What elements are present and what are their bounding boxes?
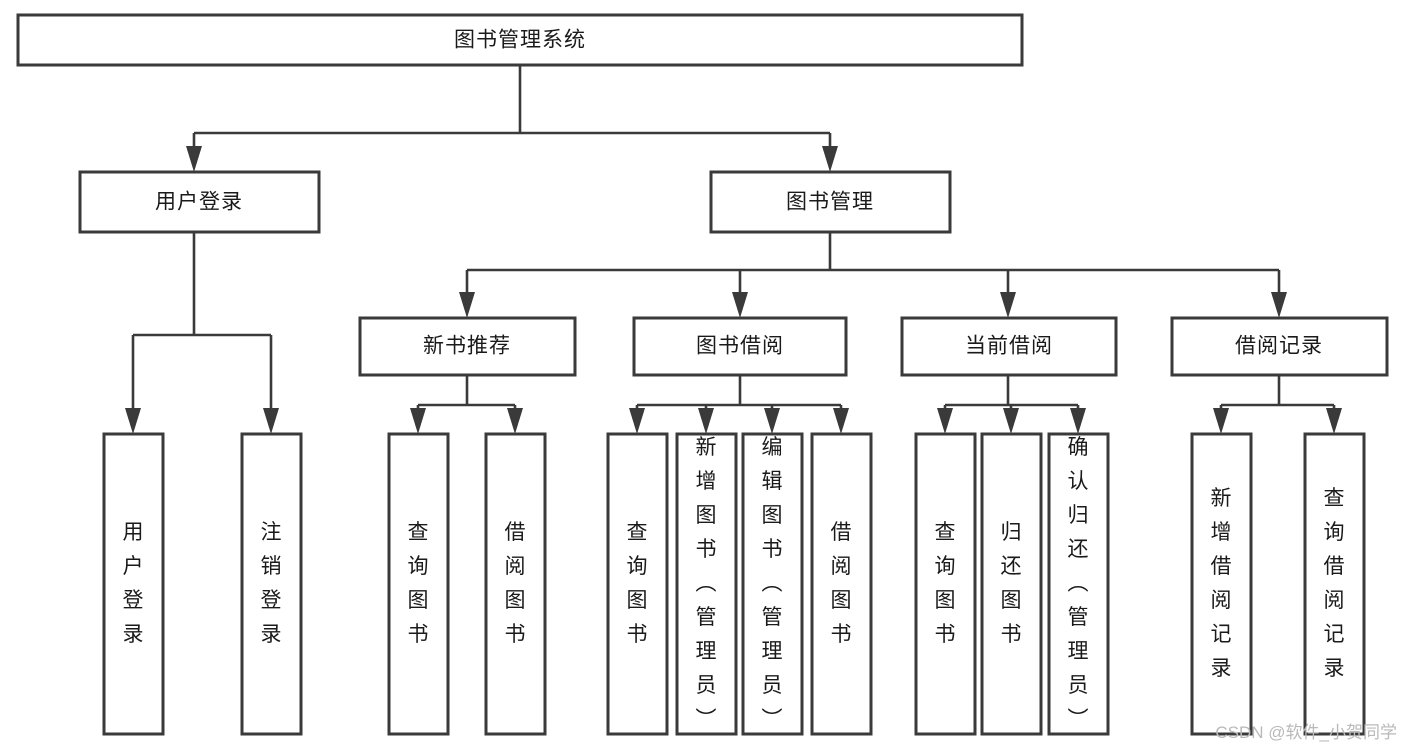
node-leaf-query-record-box[interactable] (1303, 432, 1366, 736)
node-leaf-query-record[interactable]: 查询借阅记录 (1303, 432, 1366, 736)
arrow-head-leaf-query-book-1 (410, 408, 426, 434)
node-leaf-query-record-label: 查询借阅记录 (1324, 487, 1345, 680)
node-leaf-borrow-book-2[interactable]: 借阅图书 (810, 432, 873, 736)
node-user-login[interactable]: 用户登录 (78, 170, 321, 234)
node-book-borrow-box[interactable] (632, 316, 848, 377)
node-borrow-record-label: 借阅记录 (1235, 335, 1323, 358)
node-leaf-query-book-1[interactable]: 查询图书 (387, 432, 450, 736)
node-book-borrow[interactable]: 图书借阅 (632, 316, 848, 377)
node-leaf-logout[interactable]: 注销登录 (240, 432, 303, 736)
node-leaf-query-book-2-box[interactable] (606, 432, 669, 736)
arrow-head-leaf-user-login (125, 408, 141, 434)
node-leaf-borrow-book-1-box[interactable] (484, 432, 547, 736)
node-leaf-user-login-label: 用户登录 (123, 521, 144, 646)
node-book-manage-label: 图书管理 (786, 191, 874, 214)
node-leaf-borrow-book-1[interactable]: 借阅图书 (484, 432, 547, 736)
node-current-borrow[interactable]: 当前借阅 (900, 316, 1118, 377)
arrow-head-leaf-query-book-2 (629, 408, 645, 434)
arrow-head-book-manage (822, 146, 838, 172)
arrow-head-borrow-record (1271, 292, 1287, 318)
node-leaf-edit-book-box[interactable] (741, 432, 804, 736)
node-leaf-confirm-return-label: 确认归还︵管理员︶ (1068, 436, 1089, 731)
arrow-head-current-borrow (1000, 292, 1016, 318)
node-borrow-record[interactable]: 借阅记录 (1170, 316, 1389, 377)
node-leaf-add-record-box[interactable] (1190, 432, 1253, 736)
node-leaf-confirm-return[interactable]: 确认归还︵管理员︶ (1047, 432, 1110, 736)
arrow-head-leaf-add-book (698, 408, 714, 434)
node-leaf-query-book-3-label: 查询图书 (935, 521, 956, 646)
arrow-head-leaf-borrow-book-1 (507, 408, 523, 434)
node-leaf-confirm-return-box[interactable] (1047, 432, 1110, 736)
node-leaf-query-book-1-box[interactable] (387, 432, 450, 736)
node-current-borrow-box[interactable] (900, 316, 1118, 377)
node-book-manage-box[interactable] (709, 170, 952, 234)
node-leaf-edit-book[interactable]: 编辑图书︵管理员︶ (741, 432, 804, 736)
arrow-head-book-borrow (732, 292, 748, 318)
node-leaf-return-book[interactable]: 归还图书 (980, 432, 1043, 736)
node-leaf-add-record[interactable]: 新增借阅记录 (1190, 432, 1253, 736)
node-leaf-edit-book-label: 编辑图书︵管理员︶ (762, 436, 783, 731)
node-borrow-record-box[interactable] (1170, 316, 1389, 377)
arrow-head-leaf-confirm-return (1070, 408, 1086, 434)
node-leaf-borrow-book-2-box[interactable] (810, 432, 873, 736)
arrow-head-user-login (186, 146, 202, 172)
node-leaf-query-book-3[interactable]: 查询图书 (914, 432, 977, 736)
node-leaf-borrow-book-1-label: 借阅图书 (505, 521, 526, 646)
arrow-head-new-book-rec (459, 292, 475, 318)
arrow-head-leaf-add-record (1213, 408, 1229, 434)
node-leaf-query-book-1-label: 查询图书 (408, 521, 429, 646)
connector-layer (125, 65, 1342, 434)
node-user-login-label: 用户登录 (155, 191, 243, 214)
node-leaf-logout-box[interactable] (240, 432, 303, 736)
node-leaf-query-book-3-box[interactable] (914, 432, 977, 736)
node-root-label: 图书管理系统 (454, 29, 586, 52)
node-leaf-borrow-book-2-label: 借阅图书 (831, 521, 852, 646)
node-root-box[interactable] (16, 13, 1024, 67)
node-root[interactable]: 图书管理系统 (16, 13, 1024, 67)
node-current-borrow-label: 当前借阅 (965, 335, 1053, 358)
node-leaf-query-book-2-label: 查询图书 (627, 521, 648, 646)
node-book-manage[interactable]: 图书管理 (709, 170, 952, 234)
node-leaf-add-book-box[interactable] (675, 432, 738, 736)
arrow-head-leaf-edit-book (764, 408, 780, 434)
node-leaf-user-login-box[interactable] (102, 432, 165, 736)
node-leaf-add-book[interactable]: 新增图书︵管理员︶ (675, 432, 738, 736)
node-leaf-user-login[interactable]: 用户登录 (102, 432, 165, 736)
node-new-book-rec[interactable]: 新书推荐 (358, 316, 577, 377)
node-user-login-box[interactable] (78, 170, 321, 234)
node-leaf-query-book-2[interactable]: 查询图书 (606, 432, 669, 736)
arrow-head-leaf-query-record (1326, 408, 1342, 434)
node-leaf-return-book-box[interactable] (980, 432, 1043, 736)
arrow-head-leaf-logout (263, 408, 279, 434)
node-leaf-add-record-label: 新增借阅记录 (1211, 487, 1232, 680)
node-book-borrow-label: 图书借阅 (696, 335, 784, 358)
node-leaf-logout-label: 注销登录 (261, 521, 282, 646)
node-new-book-rec-box[interactable] (358, 316, 577, 377)
arrow-head-leaf-return-book (1003, 408, 1019, 434)
arrow-head-leaf-borrow-book-2 (833, 408, 849, 434)
node-leaf-add-book-label: 新增图书︵管理员︶ (696, 436, 717, 731)
arrow-head-leaf-query-book-3 (937, 408, 953, 434)
node-leaf-return-book-label: 归还图书 (1001, 521, 1022, 646)
node-new-book-rec-label: 新书推荐 (423, 335, 511, 358)
